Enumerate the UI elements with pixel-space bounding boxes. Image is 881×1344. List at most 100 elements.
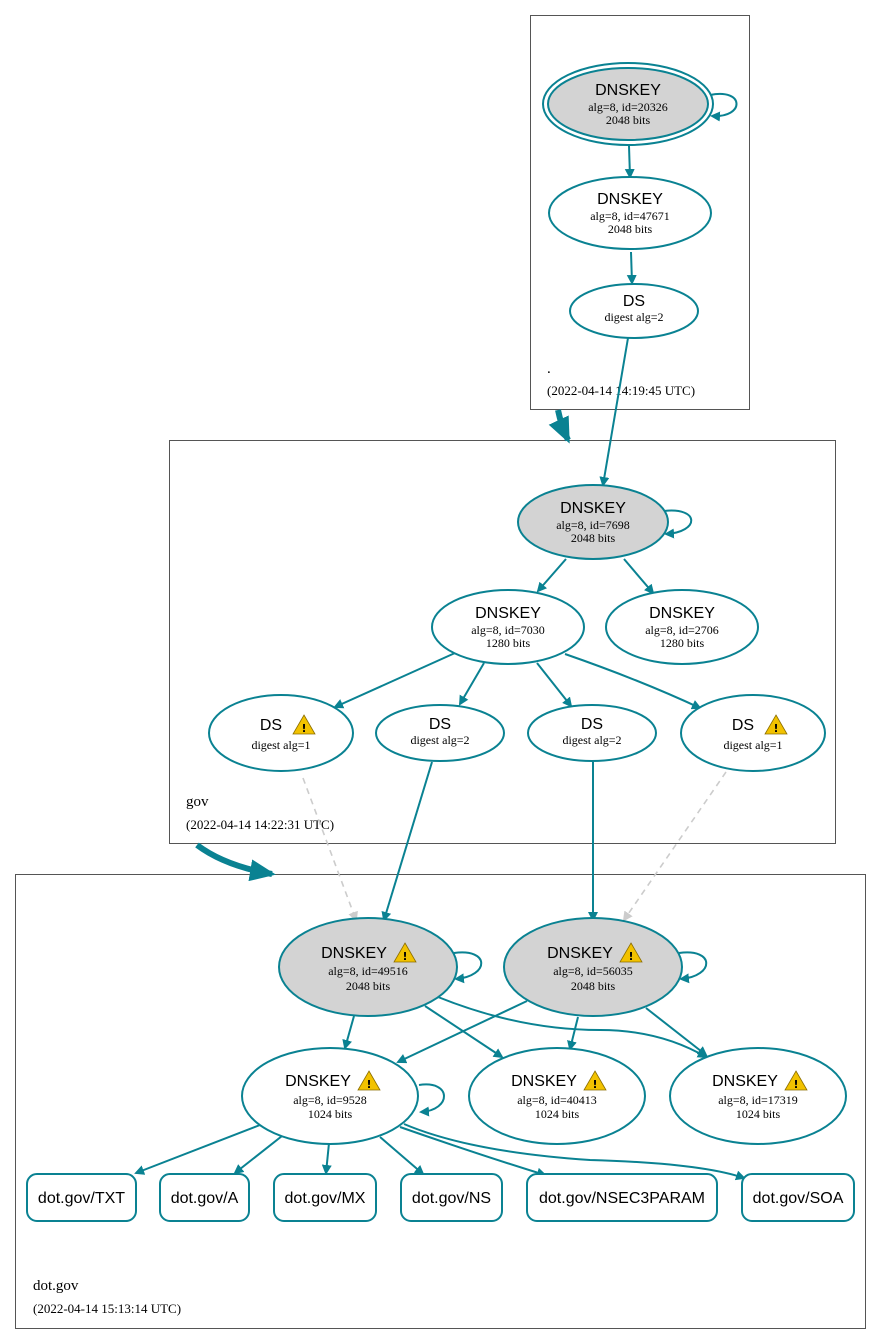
node-key-size: 2048 bits bbox=[571, 979, 616, 993]
node-key-size: 1280 bits bbox=[486, 636, 531, 650]
node-key-size: 1024 bits bbox=[736, 1107, 781, 1121]
node-title: DNSKEY bbox=[597, 191, 663, 208]
edge-dg-zsk1-self bbox=[418, 1083, 445, 1117]
edge-gov-ksk-self bbox=[663, 509, 693, 539]
node-root-zsk[interactable]: DNSKEY alg=8, id=47671 2048 bits bbox=[548, 176, 712, 250]
node-key-info: alg=8, id=49516 bbox=[328, 964, 408, 978]
node-digest: digest alg=2 bbox=[604, 310, 663, 324]
node-title: DS bbox=[623, 293, 645, 310]
record-ns[interactable]: dot.gov/NS bbox=[400, 1173, 503, 1222]
record-mx[interactable]: dot.gov/MX bbox=[273, 1173, 377, 1222]
node-root-ksk[interactable]: DNSKEY alg=8, id=20326 2048 bits bbox=[542, 62, 714, 146]
edge-root-zsk-ds bbox=[626, 251, 637, 285]
node-title: DS bbox=[581, 716, 603, 733]
zone-dotgov-label: dot.gov bbox=[33, 1278, 79, 1294]
node-gov-ds-3[interactable]: DS digest alg=2 bbox=[527, 704, 657, 762]
zone-dotgov-box bbox=[15, 874, 866, 1329]
node-title: DNSKEY bbox=[285, 1073, 351, 1090]
edge-dg-ksk2-zsk3 bbox=[645, 1007, 708, 1057]
zone-dotgov-timestamp: (2022-04-14 15:13:14 UTC) bbox=[33, 1301, 181, 1316]
edge-root-ksk-self bbox=[709, 92, 738, 122]
node-dotgov-zsk-17319[interactable]: DNSKEY alg=8, id=17319 1024 bits bbox=[669, 1047, 847, 1145]
record-soa[interactable]: dot.gov/SOA bbox=[741, 1173, 855, 1222]
zone-gov-timestamp: (2022-04-14 14:22:31 UTC) bbox=[186, 817, 334, 832]
edge-dg-ksk1-self bbox=[453, 951, 483, 984]
node-key-info: alg=8, id=40413 bbox=[517, 1093, 597, 1107]
node-digest: digest alg=2 bbox=[562, 733, 621, 747]
record-label: dot.gov/A bbox=[171, 1190, 239, 1207]
record-txt[interactable]: dot.gov/TXT bbox=[26, 1173, 137, 1222]
node-key-info: alg=8, id=9528 bbox=[293, 1093, 367, 1107]
delegation-arrow-gov-dotgov bbox=[195, 842, 276, 882]
edge-gov-zsk1-ds2 bbox=[458, 662, 485, 706]
node-gov-ds-1[interactable]: DS digest alg=1 bbox=[208, 694, 354, 772]
edge-gov-ds2-dg-ksk1 bbox=[381, 761, 433, 922]
zone-root-label: . bbox=[547, 361, 551, 377]
edge-root-ds-gov-ksk bbox=[599, 337, 629, 487]
record-label: dot.gov/TXT bbox=[38, 1190, 125, 1207]
edge-gov-zsk1-ds4 bbox=[564, 653, 702, 710]
node-dotgov-ksk-49516[interactable]: DNSKEY alg=8, id=49516 2048 bits bbox=[278, 917, 458, 1017]
node-digest: digest alg=1 bbox=[251, 738, 310, 752]
node-key-size: 1024 bits bbox=[308, 1107, 353, 1121]
node-key-size: 2048 bits bbox=[571, 531, 616, 545]
edge-gov-ds1-dg-ksk1 bbox=[302, 777, 358, 922]
edge-dg-zsk1-soa bbox=[403, 1123, 746, 1181]
node-title: DS bbox=[260, 717, 282, 734]
edge-root-ksk-zsk bbox=[624, 145, 635, 179]
record-a[interactable]: dot.gov/A bbox=[159, 1173, 250, 1222]
edge-dg-ksk1-zsk3 bbox=[437, 996, 708, 1059]
node-title: DNSKEY bbox=[595, 82, 661, 99]
node-title: DS bbox=[732, 717, 754, 734]
node-title: DNSKEY bbox=[547, 945, 613, 962]
edge-gov-zsk1-ds3 bbox=[536, 662, 573, 708]
record-nsec3param[interactable]: dot.gov/NSEC3PARAM bbox=[526, 1173, 718, 1222]
node-gov-ds-4[interactable]: DS digest alg=1 bbox=[680, 694, 826, 772]
node-title: DNSKEY bbox=[511, 1073, 577, 1090]
edge-dg-ksk1-zsk1 bbox=[342, 1015, 355, 1050]
node-dotgov-zsk-40413[interactable]: DNSKEY alg=8, id=40413 1024 bits bbox=[468, 1047, 646, 1145]
node-key-info: alg=8, id=2706 bbox=[645, 623, 719, 637]
node-key-info: alg=8, id=20326 bbox=[588, 100, 668, 114]
record-label: dot.gov/SOA bbox=[753, 1190, 844, 1207]
record-label: dot.gov/NSEC3PARAM bbox=[539, 1190, 705, 1207]
node-root-ds[interactable]: DS digest alg=2 bbox=[569, 283, 699, 339]
node-key-info: alg=8, id=47671 bbox=[590, 209, 670, 223]
node-key-size: 2048 bits bbox=[606, 113, 651, 127]
node-title: DNSKEY bbox=[560, 500, 626, 517]
edge-dg-ksk2-self bbox=[678, 951, 708, 984]
edge-gov-ksk-zsk1 bbox=[536, 558, 567, 593]
edge-dg-zsk1-nsec3param bbox=[399, 1126, 547, 1178]
node-key-info: alg=8, id=17319 bbox=[718, 1093, 798, 1107]
edge-gov-ksk-zsk2 bbox=[623, 558, 655, 595]
node-key-size: 1280 bits bbox=[660, 636, 705, 650]
node-key-info: alg=8, id=56035 bbox=[553, 964, 633, 978]
zone-root-timestamp: (2022-04-14 14:19:45 UTC) bbox=[547, 383, 695, 398]
edge-dg-zsk1-mx bbox=[321, 1142, 332, 1175]
record-label: dot.gov/MX bbox=[285, 1190, 366, 1207]
node-digest: digest alg=1 bbox=[723, 738, 782, 752]
node-gov-ksk[interactable]: DNSKEY alg=8, id=7698 2048 bits bbox=[517, 484, 669, 560]
node-key-size: 1024 bits bbox=[535, 1107, 580, 1121]
node-dotgov-ksk-56035[interactable]: DNSKEY alg=8, id=56035 2048 bits bbox=[503, 917, 683, 1017]
node-digest: digest alg=2 bbox=[410, 733, 469, 747]
node-title: DS bbox=[429, 716, 451, 733]
node-title: DNSKEY bbox=[475, 605, 541, 622]
zone-root-box bbox=[530, 15, 750, 410]
node-gov-zsk-7030[interactable]: DNSKEY alg=8, id=7030 1280 bits bbox=[431, 589, 585, 665]
edge-gov-ds4-dg-ksk2 bbox=[622, 771, 727, 922]
node-key-size: 2048 bits bbox=[608, 222, 653, 236]
node-key-info: alg=8, id=7698 bbox=[556, 518, 630, 532]
edges bbox=[134, 92, 746, 1181]
node-title: DNSKEY bbox=[649, 605, 715, 622]
delegation-arrow-root-gov bbox=[548, 409, 571, 444]
node-key-info: alg=8, id=7030 bbox=[471, 623, 545, 637]
node-title: DNSKEY bbox=[321, 945, 387, 962]
node-gov-zsk-2706[interactable]: DNSKEY alg=8, id=2706 1280 bits bbox=[605, 589, 759, 665]
edge-gov-zsk1-ds1 bbox=[333, 652, 456, 709]
node-gov-ds-2[interactable]: DS digest alg=2 bbox=[375, 704, 505, 762]
edge-dg-zsk1-txt bbox=[134, 1124, 261, 1175]
record-label: dot.gov/NS bbox=[412, 1190, 491, 1207]
node-dotgov-zsk-9528[interactable]: DNSKEY alg=8, id=9528 1024 bits bbox=[241, 1047, 419, 1145]
